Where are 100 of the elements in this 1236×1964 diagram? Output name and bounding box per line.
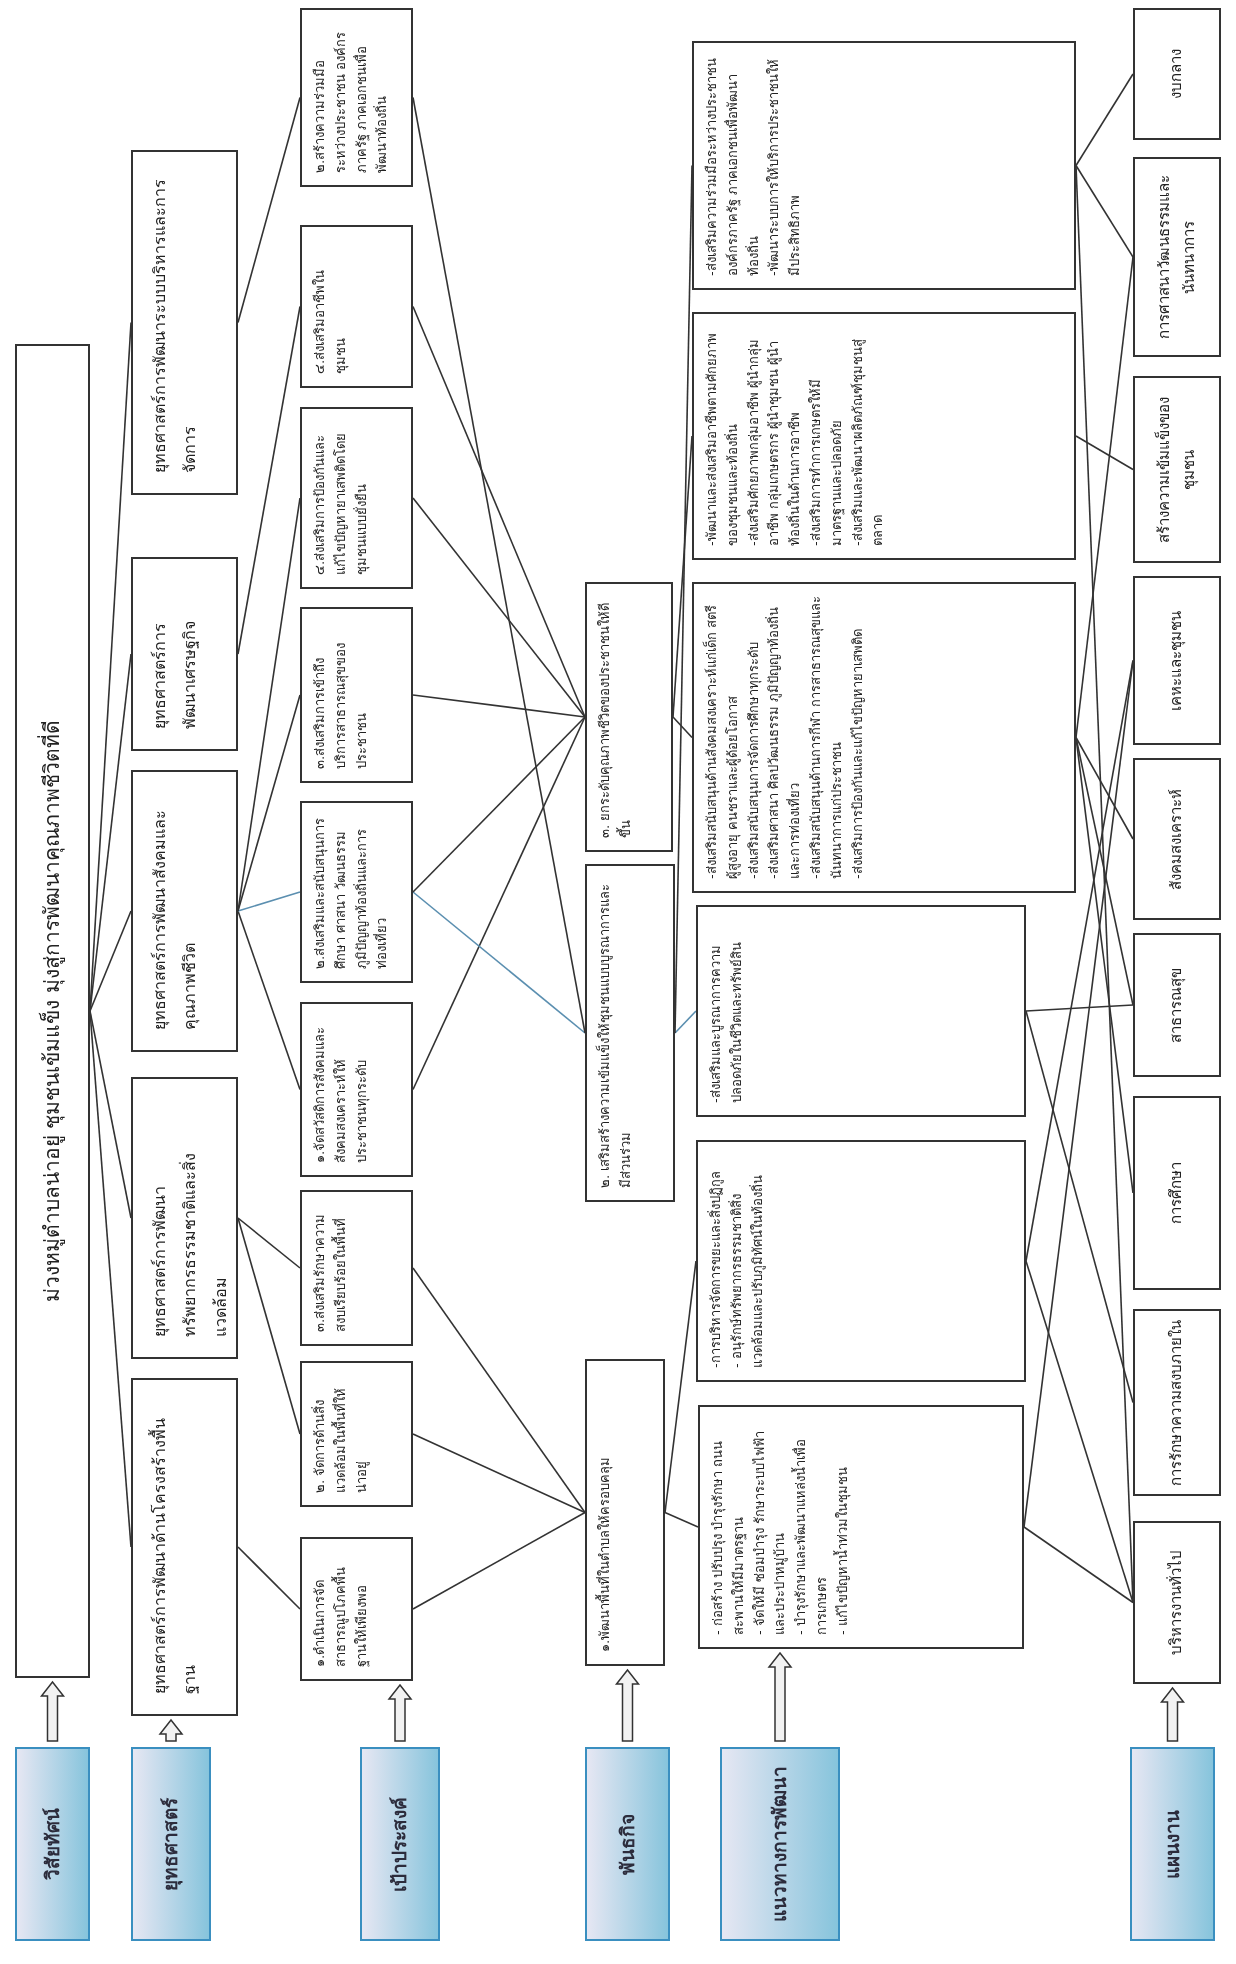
strategy-box (131, 770, 238, 1052)
connector-line (674, 1010, 697, 1034)
box-text: การศึกษา (1166, 1162, 1187, 1224)
text-box (300, 1361, 413, 1507)
box-text: -ส่งเสริมการทำการเกษตรให้มีมาตรฐานและปลอดภัย (807, 378, 846, 546)
box-text: -พัฒนาระบบการให้บริการประชาชนให้มีประสิทธิภาพ (765, 58, 804, 276)
box-text: - ก่อสร้าง ปรับปรุง บำรุงรักษา ถนน สะพานให้มีมาตรฐาน (709, 1439, 748, 1635)
connector-line (412, 1511, 586, 1610)
text-box (300, 225, 413, 388)
box-text: - บำรุงรักษาและพัฒนาแหล่งน้ำเพื่อการเกษตร (791, 1438, 830, 1635)
box-text: ๓.ส่งเสริมการเข้าถึงบริการสาธารณสุขของประชาชน (311, 642, 370, 769)
box-text: -ส่งเสริมการป้องกันและแก้ไขปัญหายาเสพติด (848, 628, 866, 879)
connector-line (412, 891, 586, 1034)
text-box (692, 582, 1076, 893)
box-text: -ส่งเสริมศักยภาพกลุ่มอาชีพ ผู้นำกลุ่มอาชีพ กลุ่มเกษตรกร ผู้นำชุมชน ผู้นำท้องถิ่นในด้านการอาชีพ (744, 338, 804, 546)
text-box (300, 1190, 413, 1346)
connector-line (237, 1546, 301, 1610)
header-label: แนวทางการพัฒนา (768, 1766, 792, 1922)
plan-box (1133, 933, 1221, 1077)
text-box (300, 407, 413, 589)
connector-line (237, 1217, 301, 1269)
connector-line (412, 694, 586, 718)
box-text: ยุทธศาสตร์การพัฒนาด้านโครงสร้างพื้นฐาน (147, 1417, 201, 1694)
connector-line (672, 716, 693, 739)
box-text: - จัดให้มี ซ่อมบำรุง รักษาระบบไฟฟ้าและประปาหมู่บ้าน (750, 1429, 789, 1635)
text-box (300, 1002, 413, 1177)
box-text: การศาสนาวัฒนธรรมและนันทนาการ (1153, 174, 1199, 341)
box-text: -การบริหารจัดการขยะและสิ่งปฏิกูล (706, 1170, 725, 1368)
block-arrow (614, 1668, 641, 1742)
plan-box (1133, 8, 1221, 140)
connector-line (1075, 736, 1134, 840)
connector-line (1025, 1004, 1134, 1012)
plan-box (1133, 1096, 1221, 1290)
plan-box (1133, 1521, 1221, 1684)
block-arrow (767, 1651, 793, 1742)
block-arrow (387, 1683, 413, 1742)
row-header (1130, 1747, 1215, 1941)
plan-box (1133, 1309, 1221, 1496)
box-text: ๑.พัฒนาพื้นที่ในตำบลให้ครอบคลุม (595, 1455, 614, 1652)
box-text: - อนุรักษ์ทรัพยากรธรรมชาติสิ่งแวดล้อมและปรับภูมิทัศน์ในท้องถิ่น (727, 1174, 767, 1368)
header-label: ยุทธศาสตร์ (159, 1797, 183, 1891)
block-arrow (1159, 1686, 1186, 1742)
box-text: ๒.สร้างความร่วมมือระหว่างประชาชน องค์กรภาครัฐ ภาคเอกชนเพื่อพัฒนาท้องถิ่น (311, 30, 391, 173)
box-text: ๒. จัดการด้านสิ่งแวดล้อมในพื้นที่ให้น่าอยู่ (310, 1387, 371, 1493)
row-header (131, 1747, 211, 1941)
box-text: สาธารณสุข (1166, 967, 1187, 1043)
box-text: ยุทธศาสตร์การพัฒนาสังคมและคุณภาพชีวิต (149, 809, 201, 1030)
text-box (300, 801, 413, 983)
strategy-box (131, 1077, 238, 1359)
box-text: -ส่งเสริมและบูรณาการความปลอดภัยในชีวิตและทรัพย์สิน (707, 941, 745, 1103)
box-text: - แก้ไขปัญหาน้ำท่วมในชุมชน (832, 1466, 852, 1635)
box-text: ยุทธศาสตร์การพัฒนาทรัพยากรธรรมชาติและสิ่งแวดล้อม (149, 1152, 231, 1337)
box-text: -พัฒนาและส่งเสริมอาชีพตามศักยภาพของชุมชนและท้องถิ่น (703, 332, 742, 546)
connector-line (412, 1433, 586, 1514)
box-text: ๑.ดำเนินการจัดสาธารณูปโภคพื้นฐานให้เพียงพอ (311, 1566, 371, 1667)
text-box (698, 1405, 1024, 1649)
row-header (360, 1747, 440, 1941)
connector-line (1075, 164, 1134, 258)
text-box (585, 864, 675, 1202)
box-text: บริหารงานทั่วไป (1165, 1550, 1187, 1655)
connector-line (1023, 1526, 1134, 1604)
text-box (692, 312, 1076, 560)
box-text: ๓.ส่งเสริมรักษาความสงบเรียบร้อยในพื้นที่ (311, 1212, 349, 1332)
text-box (696, 905, 1026, 1117)
box-text: -ส่งเสริมความร่วมมือระหว่างประชาชนองค์กรภาครัฐ ภาคเอกชนเพื่อพัฒนาท้องถิ่น (703, 57, 762, 276)
box-text: ๔.ส่งเสริมอาชีพในชุมชน (311, 268, 350, 374)
text-box (692, 41, 1076, 290)
row-header (15, 1747, 90, 1941)
box-text: ม่วงหมู่ตำบลน่าอยู่ ชุมชนเข้มแข็ง มุ่งสู่การพัฒนาคุณภาพชีวิตที่ดี (36, 719, 66, 1303)
row-header (720, 1747, 840, 1941)
connector-line (412, 497, 586, 718)
box-text: ๔.ส่งเสริมการป้องกันและแก้ไขปัญหายาเสพติดโดยชุมชนแบบยั่งยืน (311, 432, 371, 575)
connector-line (412, 716, 586, 893)
text-box (300, 607, 413, 783)
box-text: ๒.ส่งเสริมและสนับสนุนการศึกษา ศาสนา วัฒนธรรม ภูมิปัญญาท้องถิ่นและการท่องเที่ยว (311, 816, 391, 969)
header-label: พันธกิจ (615, 1813, 639, 1875)
box-text: สร้างความเข้มแข็งของชุมชน (1153, 395, 1199, 545)
box-text: -ส่งเสริมศาสนา ศิลปวัฒนธรรม ภูมิปัญญาท้องถิ่นและการท่องเที่ยว (764, 606, 804, 879)
strategy-box (131, 557, 238, 751)
box-text: ๑.จัดสวัสดิการสังคมและสังคมสงเคราะห์ให้ประชาชนทุกระดับ (311, 1025, 371, 1163)
plan-box (1133, 376, 1221, 563)
box-text: -ส่งเสริมสนับสนุนการจัดการศึกษาทุกระดับ (744, 641, 763, 879)
box-text: -ส่งเสริมสนับสนุนด้านสังคมสงเคราะห์แก่เด็ก สตรี ผู้สูงอายุ คนชราและผู้ด้อยโอกาส (702, 604, 742, 879)
box-text: -ส่งเสริมและพัฒนาผลิตภัณฑ์ชุมชนสู่ตลาด (848, 338, 887, 546)
box-text: การรักษาความสงบภายใน (1166, 1319, 1187, 1486)
connector-line (664, 1511, 699, 1528)
strategy-box (131, 150, 238, 495)
text-box (300, 1537, 413, 1681)
header-label: แผนงาน (1160, 1809, 1184, 1879)
plan-box (1133, 576, 1221, 745)
box-text: -ส่งเสริมสนับสนุนด้านการกีฬา การสาธารณสุขและนันทนาการแก่ประชาชน (807, 596, 845, 879)
row-header (585, 1747, 670, 1941)
plan-box (1133, 758, 1221, 920)
strategy-box (131, 1378, 238, 1716)
text-box (585, 1359, 665, 1666)
text-box (300, 8, 413, 187)
connector-line (412, 1267, 586, 1514)
connector-line (237, 891, 301, 912)
box-text: ๓. ยกระดับคุณภาพชีวิตของประชาชนให้ดีขึ้น (596, 601, 634, 838)
text-box (585, 582, 673, 852)
